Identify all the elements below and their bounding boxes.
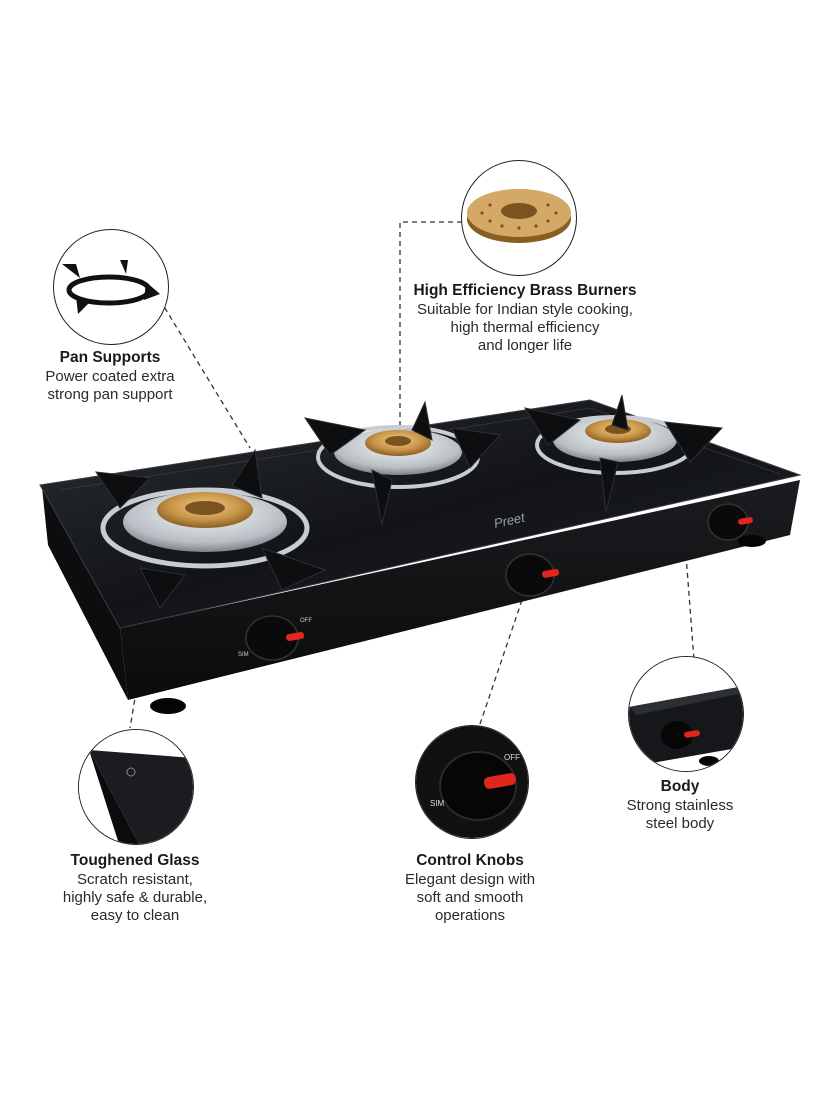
brass-burner-detail-circle bbox=[461, 160, 577, 276]
burner-left bbox=[100, 487, 310, 569]
callout-title: Control Knobs bbox=[416, 852, 524, 869]
callout-desc: Elegant design with soft and smooth oper… bbox=[404, 871, 536, 924]
callout-brass-burners: High Efficiency Brass Burners Suitable f… bbox=[400, 282, 650, 355]
callout-title: Pan Supports bbox=[59, 349, 161, 366]
leader-control-knob bbox=[477, 599, 523, 731]
svg-text:SIM: SIM bbox=[430, 799, 445, 808]
stove-front-face bbox=[42, 487, 128, 700]
control-knob-detail-circle: SIM OFF bbox=[415, 725, 529, 839]
pan-support-icon bbox=[62, 260, 160, 314]
knob-middle bbox=[505, 553, 560, 597]
pan-support-arms bbox=[94, 394, 724, 609]
callout-desc: Suitable for Indian style cooking, high … bbox=[417, 301, 633, 354]
callout-body: Body Strong stainless steel body bbox=[610, 778, 750, 833]
callout-control-knobs: Control Knobs Elegant design with soft a… bbox=[385, 852, 555, 925]
callout-toughened-glass: Toughened Glass Scratch resistant, highl… bbox=[45, 852, 225, 925]
stove-body-icon bbox=[629, 657, 743, 771]
glass-corner-icon bbox=[79, 730, 193, 844]
knob-right bbox=[707, 503, 753, 541]
pan-support-detail-circle bbox=[53, 229, 169, 345]
brass-burner-icon bbox=[467, 189, 571, 243]
callout-desc: Strong stainless steel body bbox=[626, 797, 734, 832]
leader-brass-burner bbox=[399, 221, 462, 440]
callout-title: High Efficiency Brass Burners bbox=[413, 282, 637, 299]
svg-text:OFF: OFF bbox=[300, 618, 312, 624]
svg-text:SIM: SIM bbox=[238, 652, 249, 658]
knob-left: SIM OFF bbox=[238, 615, 312, 661]
callout-desc: Power coated extra strong pan support bbox=[45, 368, 175, 403]
callout-title: Body bbox=[660, 778, 700, 795]
callout-title: Toughened Glass bbox=[70, 852, 200, 869]
svg-text:OFF: OFF bbox=[504, 753, 520, 762]
control-knob-icon: SIM OFF bbox=[416, 726, 528, 838]
callout-pan-supports: Pan Supports Power coated extra strong p… bbox=[30, 349, 190, 404]
toughened-glass-detail-circle bbox=[78, 729, 194, 845]
brand-mark: Preet bbox=[493, 510, 528, 531]
body-detail-circle bbox=[628, 656, 744, 772]
leader-pan-support bbox=[159, 299, 251, 449]
callout-desc: Scratch resistant, highly safe & durable… bbox=[62, 871, 208, 924]
